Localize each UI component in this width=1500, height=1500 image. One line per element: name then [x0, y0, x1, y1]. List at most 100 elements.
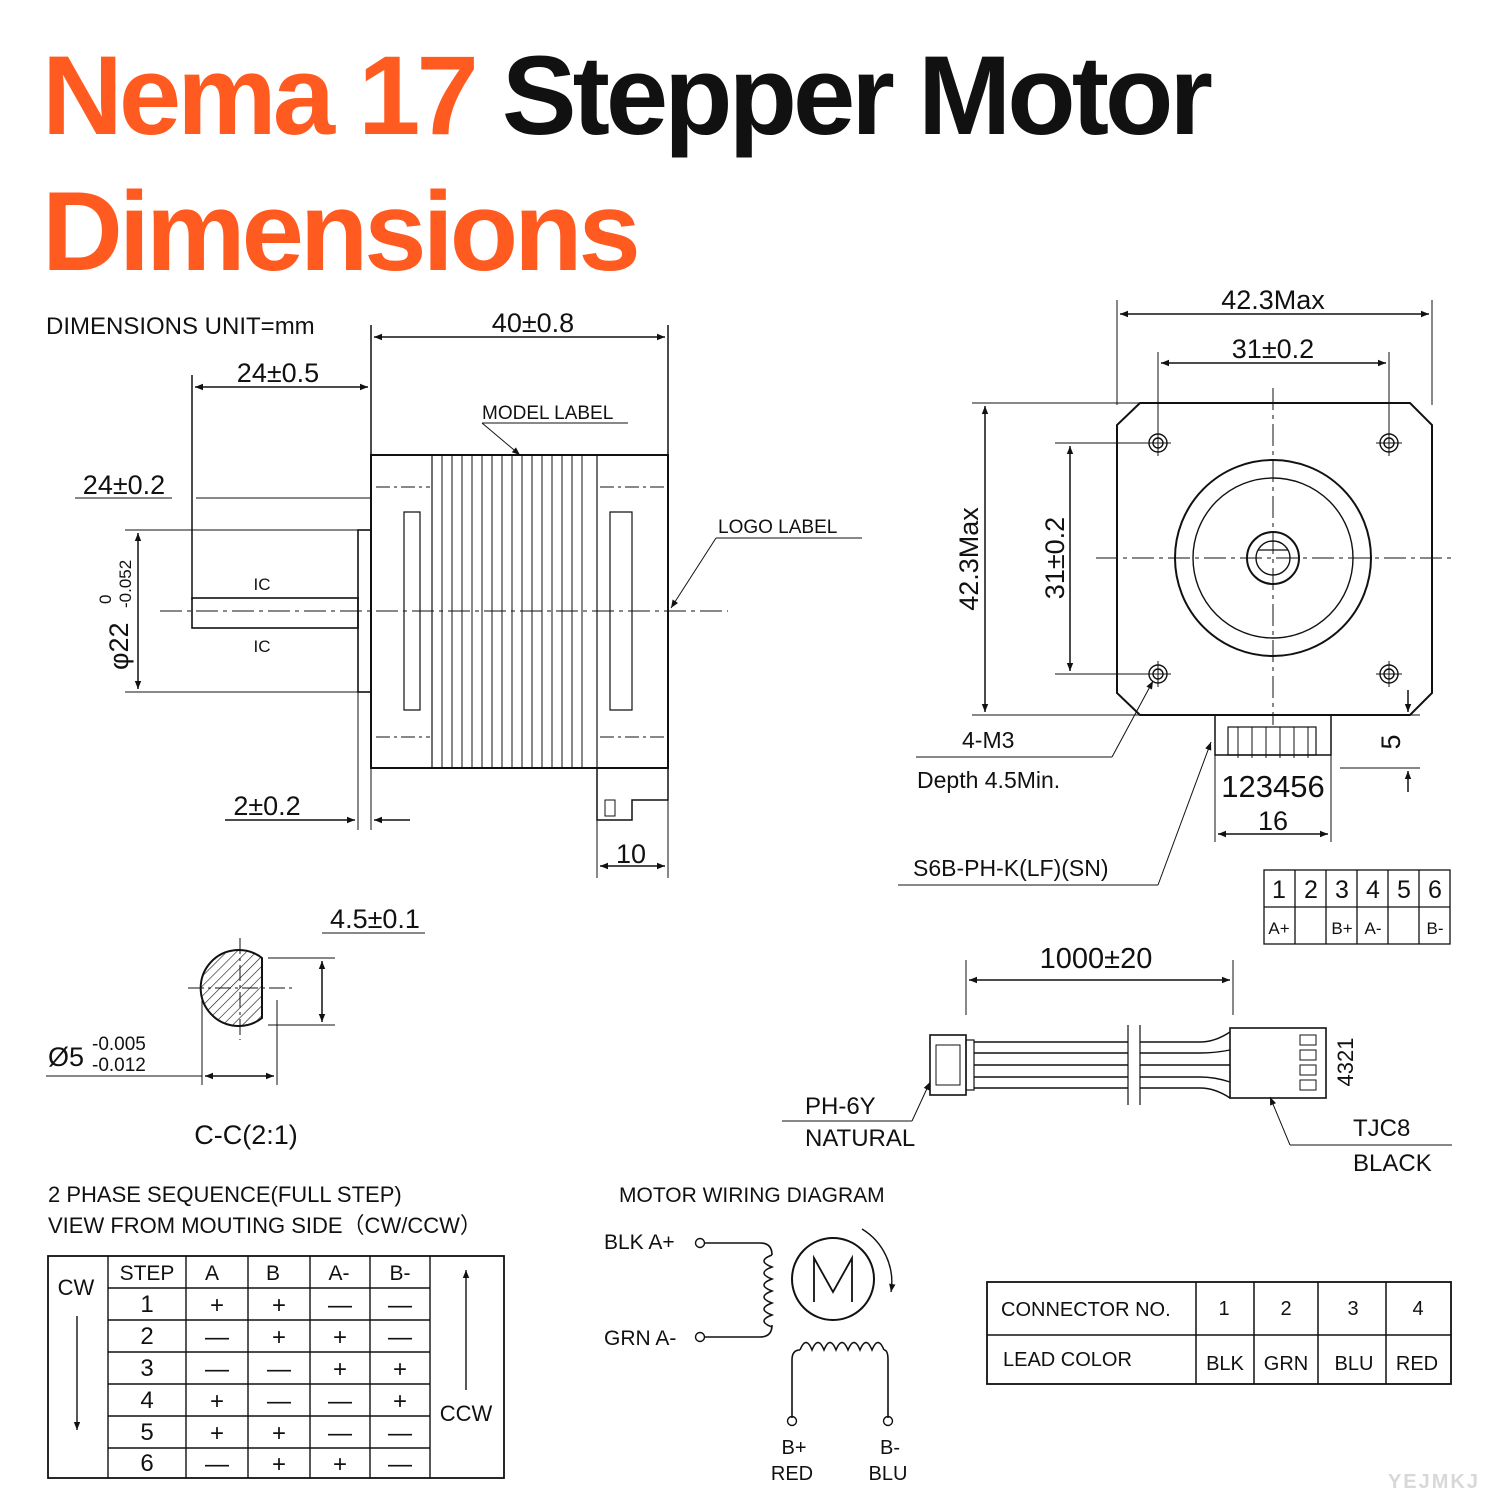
pin-number: 3: [1335, 876, 1349, 904]
mount-thread-spec: 4-M3: [962, 727, 1014, 753]
phase-col-header: A-: [329, 1262, 350, 1285]
dim-connector-offset: 10: [616, 839, 646, 869]
phase-col-header: B-: [390, 1262, 411, 1285]
dim-connector-width: 16: [1258, 806, 1288, 836]
phase-cell: 2: [140, 1323, 153, 1350]
pin-number: 4: [1366, 876, 1380, 904]
pin-signals: A+ B+ A- B-: [1268, 919, 1443, 938]
cw-label: CW: [58, 1275, 95, 1300]
connector-number: 2: [1280, 1298, 1291, 1320]
pin-signal: A-: [1365, 919, 1382, 938]
phase-col-header: B: [266, 1262, 280, 1285]
dim-cable-length: 1000±20: [1040, 943, 1153, 975]
end-connector-name: TJC8: [1353, 1115, 1410, 1142]
side-view: DIMENSIONS UNIT=mm 40±0.8 24±0.5 24±0.2: [46, 308, 862, 878]
lead-color: BLU: [1335, 1353, 1374, 1375]
pin-signal: B-: [1427, 919, 1444, 938]
phase-table-rows: 1 + + — — 2 — + + — 3 — — + + 4 + — — + …: [140, 1291, 412, 1478]
dim-flat-depth: 4.5±0.1: [330, 904, 420, 934]
phase-cell: +: [210, 1420, 224, 1447]
connector-number: 3: [1347, 1298, 1358, 1320]
phase-cell: —: [388, 1451, 412, 1478]
dim-boss-dia-lower: -0.052: [116, 560, 135, 608]
dim-body-length: 40±0.8: [492, 308, 574, 338]
pin-signal: B+: [1331, 919, 1352, 938]
wire-a-plus-label: BLK A+: [604, 1231, 675, 1254]
ic-mark-top: IC: [254, 575, 271, 594]
watermark: YEJMKJ: [1387, 1471, 1480, 1493]
wire-b-plus-label: B+: [781, 1437, 806, 1459]
connector-number: 1: [1218, 1298, 1229, 1320]
phase-cell: +: [210, 1388, 224, 1415]
model-label-callout: MODEL LABEL: [482, 403, 613, 424]
wire-b-minus-label: B-: [880, 1437, 900, 1459]
phase-cell: +: [393, 1388, 407, 1415]
pin-number: 2: [1304, 876, 1318, 904]
connector-pin-numbers: 123456: [1221, 769, 1324, 804]
motor-connector-color: NATURAL: [805, 1125, 915, 1152]
dim-connector-depth: 5: [1376, 734, 1406, 749]
title-stepper-motor: Stepper Motor: [501, 33, 1213, 158]
wire-b-plus-color: RED: [771, 1463, 813, 1485]
dim-hole-spacing-v: 31±0.2: [1040, 517, 1070, 599]
phase-cell: 3: [140, 1355, 153, 1382]
phase-cell: —: [388, 1420, 412, 1447]
dim-boss-height: 2±0.2: [233, 791, 300, 821]
lead-color: BLK: [1206, 1353, 1244, 1375]
phase-cell: —: [388, 1292, 412, 1319]
phase-cell: —: [328, 1420, 352, 1447]
dim-hole-spacing-h: 31±0.2: [1232, 334, 1314, 364]
phase-heading-line2: VIEW FROM MOUTING SIDE（CW/CCW）: [48, 1213, 482, 1238]
lead-color: GRN: [1264, 1353, 1308, 1375]
dim-boss-dia-upper: 0: [96, 595, 115, 604]
wiring-diagram: MOTOR WIRING DIAGRAM BLK A+ GRN A- B+ RE…: [604, 1184, 907, 1485]
mount-depth-spec: Depth 4.5Min.: [917, 767, 1060, 793]
phase-cell: —: [328, 1292, 352, 1319]
phase-cell: 1: [140, 1291, 153, 1318]
phase-cell: +: [272, 1292, 286, 1319]
phase-cell: +: [210, 1292, 224, 1319]
phase-cell: —: [205, 1356, 229, 1383]
phase-cell: —: [388, 1324, 412, 1351]
cable-assembly: 1000±20 4321 PH-6Y NATURAL TJC8 BLACK: [782, 943, 1452, 1177]
mounting-holes: [1145, 430, 1402, 687]
phase-cell: —: [267, 1388, 291, 1415]
phase-cell: +: [272, 1420, 286, 1447]
phase-cell: +: [333, 1451, 347, 1478]
wire-b-minus-color: BLU: [869, 1463, 908, 1485]
end-connector-color: BLACK: [1353, 1150, 1432, 1177]
connector-no-label: CONNECTOR NO.: [1001, 1299, 1171, 1321]
unit-note: DIMENSIONS UNIT=mm: [46, 313, 315, 340]
ccw-label: CCW: [440, 1401, 493, 1426]
dim-shaft-dia-upper: -0.005: [92, 1034, 146, 1055]
pin-signal: A+: [1268, 919, 1289, 938]
phase-cell: —: [328, 1388, 352, 1415]
lead-color-table: CONNECTOR NO. LEAD COLOR 1 2 3 4 BLK GRN…: [986, 1281, 1452, 1385]
end-connector-pins: 4321: [1333, 1038, 1358, 1087]
page-title: Nema 17 Stepper Motor Dimensions: [42, 28, 1213, 300]
wire-a-minus-label: GRN A-: [604, 1327, 676, 1350]
dim-outer-height: 42.3Max: [954, 507, 984, 611]
coil-b: [799, 1341, 885, 1353]
phase-cell: —: [205, 1451, 229, 1478]
phase-col-header: STEP: [120, 1262, 175, 1285]
phase-cell: +: [272, 1451, 286, 1478]
title-nema17: Nema 17: [42, 33, 479, 158]
phase-cell: 5: [140, 1419, 153, 1446]
phase-cell: 6: [140, 1450, 153, 1477]
connector-number: 4: [1412, 1298, 1423, 1320]
phase-cell: +: [333, 1356, 347, 1383]
title-dimensions: Dimensions: [42, 169, 641, 294]
phase-cell: +: [393, 1356, 407, 1383]
ic-mark-bottom: IC: [254, 637, 271, 656]
phase-cell: +: [272, 1324, 286, 1351]
motor-connector-name: PH-6Y: [805, 1093, 876, 1120]
phase-col-header: A: [205, 1262, 219, 1285]
phase-cell: 4: [140, 1387, 153, 1414]
wiring-title: MOTOR WIRING DIAGRAM: [619, 1184, 885, 1207]
pin-assignment-table: 1 2 3 4 5 6 A+ B+ A- B-: [1263, 869, 1451, 945]
section-caption: C-C(2:1): [194, 1120, 298, 1150]
pin-number: 5: [1397, 876, 1411, 904]
shaft-section-view: 4.5±0.1 Ø5 -0.005 -0.012 C-C(2:1): [46, 904, 425, 1150]
